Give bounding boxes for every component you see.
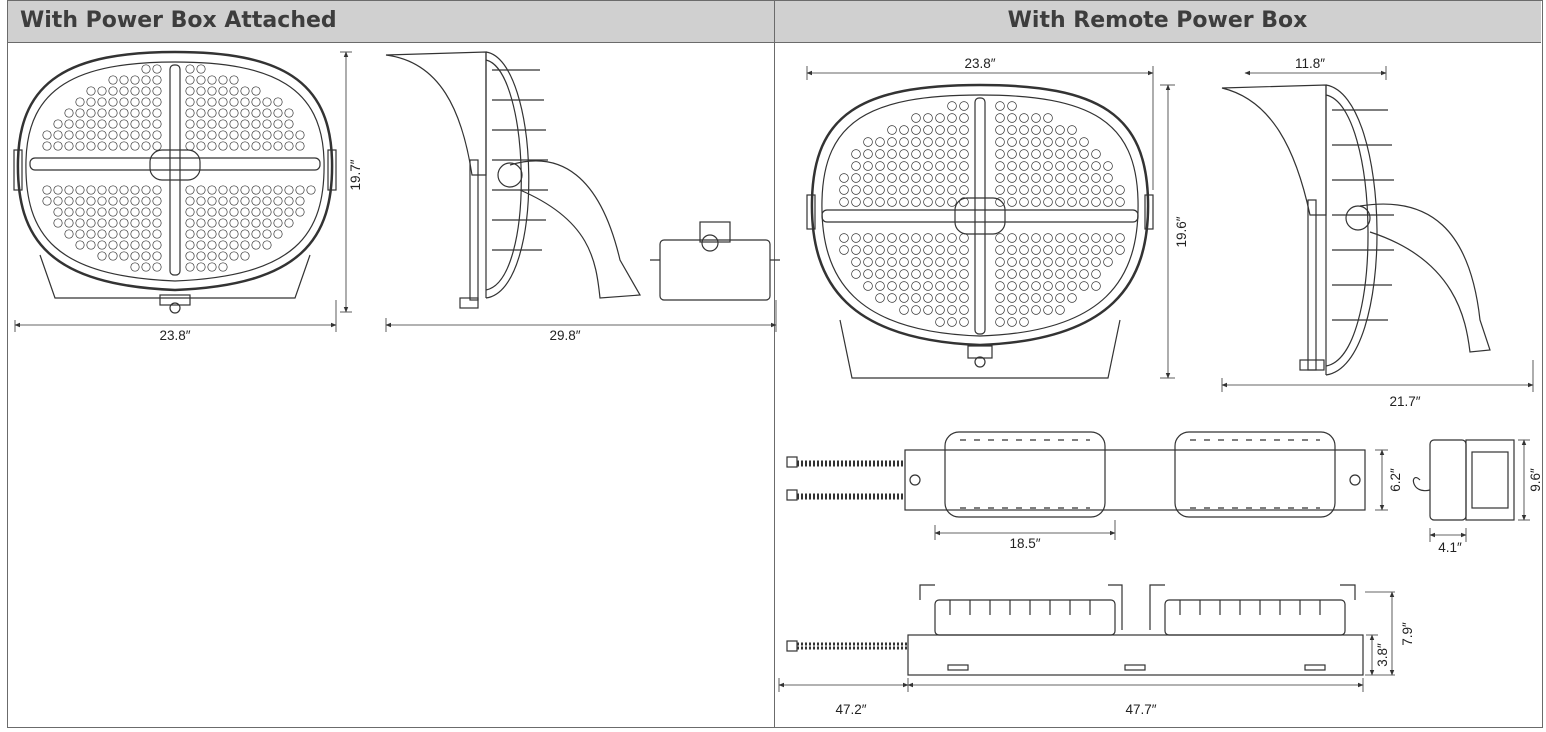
remote-box-end-height-label: 9.6″ — [1528, 468, 1543, 492]
remote-box-end-view — [1412, 439, 1530, 542]
attached-panel-header: With Power Box Attached — [8, 1, 774, 43]
led-array — [839, 101, 1125, 327]
attached-side-view — [385, 51, 780, 332]
led-array — [42, 64, 316, 272]
remote-box-end-depth-label: 4.1″ — [1438, 540, 1462, 555]
attached-depth-label: 29.8″ — [549, 328, 580, 343]
attached-front-view — [13, 50, 352, 332]
remote-side-view — [1221, 66, 1534, 392]
remote-box-front-view — [778, 584, 1395, 692]
panel-divider — [774, 1, 775, 727]
remote-panel-header: With Remote Power Box — [774, 1, 1541, 43]
remote-rail-height-label: 3.8″ — [1375, 643, 1390, 667]
remote-box-height-label: 6.2″ — [1388, 468, 1403, 492]
remote-side-width-label: 21.7″ — [1389, 394, 1420, 409]
remote-front-view — [806, 66, 1175, 379]
attached-panel-title: With Power Box Attached — [20, 8, 337, 33]
remote-cable-length-label: 47.2″ — [835, 702, 866, 717]
attached-height-label: 19.7″ — [348, 159, 363, 190]
remote-width-label: 23.8″ — [964, 56, 995, 71]
attached-width-label: 23.8″ — [159, 328, 190, 343]
spec-sheet: With Power Box Attached With Remote Powe… — [7, 0, 1543, 728]
remote-side-depth-label: 11.8″ — [1295, 56, 1325, 71]
remote-assembly-height-label: 7.9″ — [1400, 622, 1415, 646]
remote-box-length-label: 18.5″ — [1009, 536, 1040, 551]
remote-rail-length-label: 47.7″ — [1125, 702, 1156, 717]
remote-panel-title: With Remote Power Box — [1007, 8, 1308, 33]
remote-box-top-view — [786, 431, 1388, 540]
remote-height-label: 19.6″ — [1174, 216, 1189, 247]
